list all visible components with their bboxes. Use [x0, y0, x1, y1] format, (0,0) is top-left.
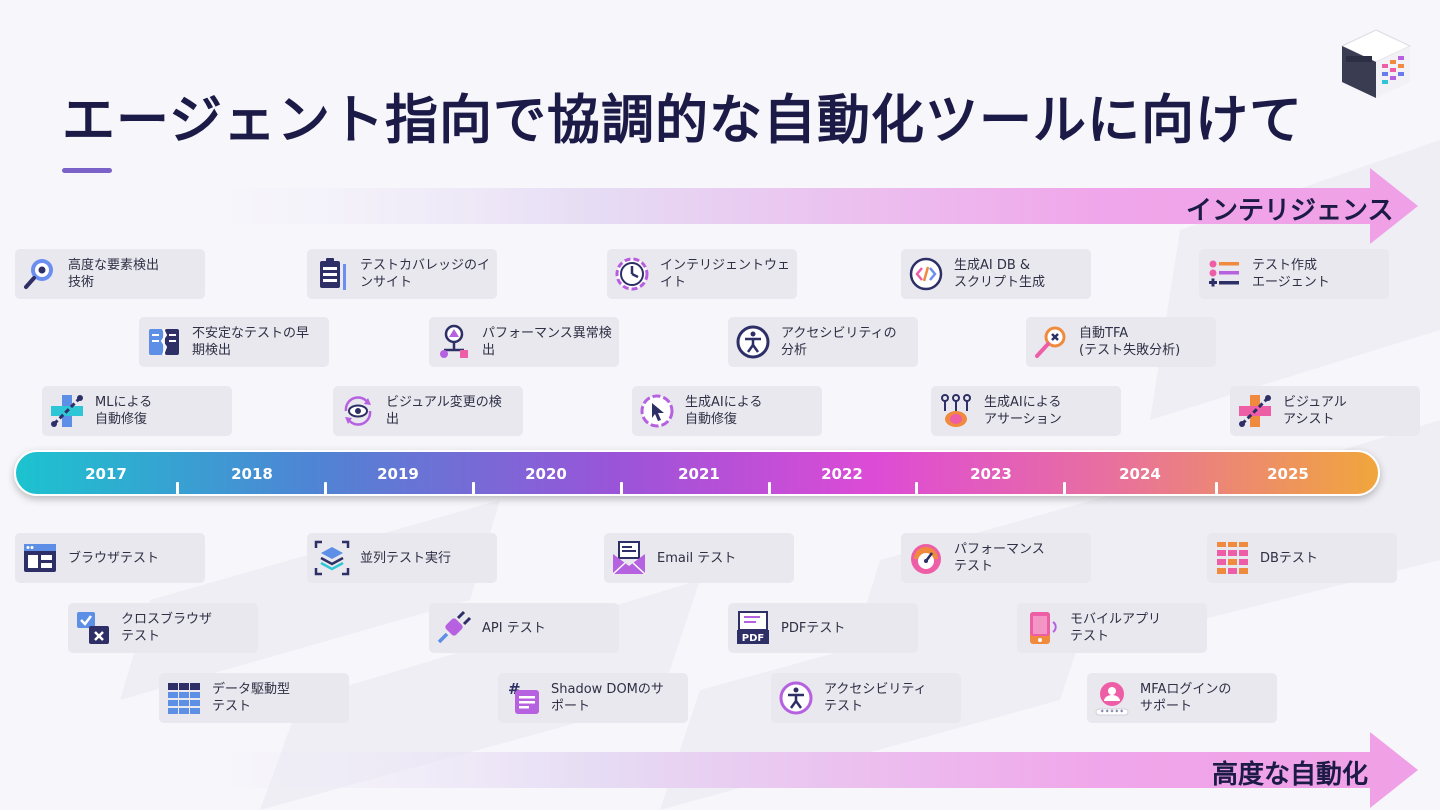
cursor-circle-icon [638, 392, 676, 430]
layers-icon [313, 539, 351, 577]
year-2025: 2025 [1267, 465, 1309, 483]
year-2024: 2024 [1119, 465, 1161, 483]
email-icon [610, 539, 648, 577]
card-flaky-test-detection: 不安定なテストの早 期検出 [139, 317, 329, 367]
intelligence-arrow [150, 168, 1418, 244]
timeline-tick [472, 482, 475, 496]
year-2019: 2019 [377, 465, 419, 483]
timeline-tick [1215, 482, 1218, 496]
year-2022: 2022 [821, 465, 863, 483]
card-auto-tfa: 自動TFA (テスト失敗分析) [1026, 317, 1216, 367]
magnifier-eye-icon [21, 255, 59, 293]
task-list-icon [1205, 255, 1243, 293]
card-email-test: Email テスト [604, 533, 794, 583]
card-db-test: DBテスト [1207, 533, 1397, 583]
year-2023: 2023 [970, 465, 1012, 483]
hashtag-document-icon: # [504, 679, 542, 717]
card-pdf-test: PDF PDFテスト [728, 603, 918, 653]
card-performance-test: パフォーマンス テスト [901, 533, 1091, 583]
year-2020: 2020 [525, 465, 567, 483]
year-2021: 2021 [678, 465, 720, 483]
pdf-icon: PDF [734, 609, 772, 647]
broken-pages-icon [145, 323, 183, 361]
mobile-phone-icon [1023, 609, 1061, 647]
timeline-tick [324, 482, 327, 496]
card-advanced-element-detection: 高度な要素検出 技術 [15, 249, 205, 299]
clipboard-bars-icon [313, 255, 351, 293]
accessibility-icon [734, 323, 772, 361]
year-2017: 2017 [85, 465, 127, 483]
timeline-tick [1063, 482, 1066, 496]
eye-refresh-icon [339, 392, 377, 430]
data-grid-icon [165, 679, 203, 717]
timeline-tick [768, 482, 771, 496]
card-performance-anomaly: パフォーマンス異常検 出 [429, 317, 619, 367]
card-test-coverage-insight: テストカバレッジのイ ンサイト [307, 249, 497, 299]
card-visual-change-detection: ビジュアル変更の検 出 [333, 386, 523, 436]
intelligence-label: インテリジェンス [1186, 196, 1394, 226]
cube-logo [1340, 29, 1412, 98]
plug-icon [435, 609, 473, 647]
svg-text:PDF: PDF [742, 633, 764, 644]
card-parallel-test: 並列テスト実行 [307, 533, 497, 583]
cross-browser-icon [74, 609, 112, 647]
card-accessibility-analysis: アクセシビリティの 分析 [728, 317, 918, 367]
card-shadow-dom-support: # Shadow DOMのサ ポート [498, 673, 688, 723]
card-genai-db-script: 生成AI DB & スクリプト生成 [901, 249, 1091, 299]
performance-nodes-icon [435, 323, 473, 361]
card-data-driven-test: データ駆動型 テスト [159, 673, 349, 723]
timeline-tick [176, 482, 179, 496]
card-mobile-app-test: モバイルアプリ テスト [1017, 603, 1207, 653]
card-accessibility-test: アクセシビリティ テスト [771, 673, 961, 723]
page-title: エージェント指向で協調的な自動化ツールに向けて [62, 90, 1303, 151]
card-genai-assertion: 生成AIによる アサーション [931, 386, 1121, 436]
card-test-creation-agent: テスト作成 エージェント [1199, 249, 1389, 299]
year-timeline: 2017 2018 2019 2020 2021 2022 2023 2024 … [14, 450, 1380, 496]
svg-text:* * * * *: * * * * * [1101, 709, 1124, 716]
year-2018: 2018 [231, 465, 273, 483]
user-password-icon: * * * * * [1093, 679, 1131, 717]
clock-icon [613, 255, 651, 293]
visual-assist-icon [1236, 392, 1274, 430]
failure-magnifier-icon [1032, 323, 1070, 361]
card-visual-assist: ビジュアル アシスト [1230, 386, 1420, 436]
timeline-tick [620, 482, 623, 496]
timeline-tick [915, 482, 918, 496]
card-cross-browser-test: クロスブラウザ テスト [68, 603, 258, 653]
ml-heal-icon [48, 392, 86, 430]
accessibility-icon [777, 679, 815, 717]
card-intelligent-wait: インテリジェントウェ イト [607, 249, 797, 299]
browser-window-icon [21, 539, 59, 577]
grid-blocks-icon [1213, 539, 1251, 577]
brain-nodes-icon [937, 392, 975, 430]
automation-arrow [150, 732, 1418, 808]
card-mfa-login-support: * * * * * MFAログインの サポート [1087, 673, 1277, 723]
card-genai-auto-heal: 生成AIによる 自動修復 [632, 386, 822, 436]
title-underline [62, 168, 112, 173]
card-browser-test: ブラウザテスト [15, 533, 205, 583]
card-ml-auto-heal: MLによる 自動修復 [42, 386, 232, 436]
automation-label: 高度な自動化 [1212, 760, 1369, 790]
gauge-icon [907, 539, 945, 577]
code-brackets-icon [907, 255, 945, 293]
card-api-test: API テスト [429, 603, 619, 653]
